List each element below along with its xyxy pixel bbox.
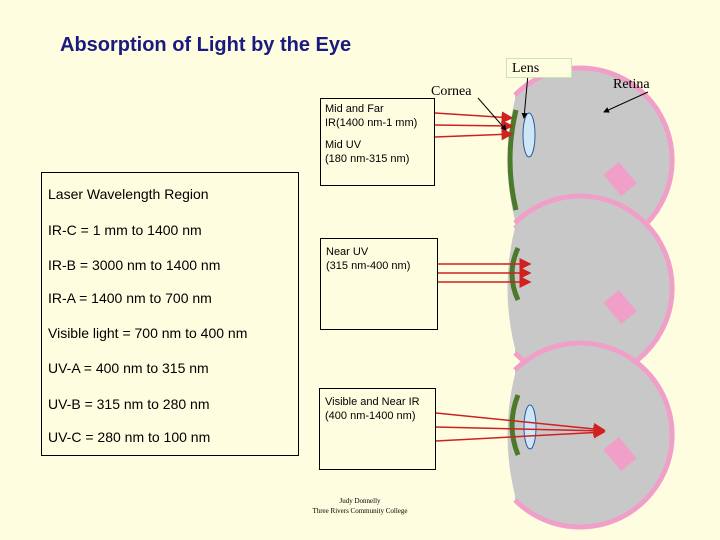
box-1-line-4: Mid UV [325,138,361,152]
box-1-line-1: Mid and Far [325,102,384,116]
box-3-line-2: (400 nm-1400 nm) [325,409,416,423]
box-2-line-1: Near UV [326,245,368,259]
panel-item-ir-a: IR-A = 1400 nm to 700 nm [48,290,212,306]
cornea-label: Cornea [431,84,471,100]
panel-item-visible: Visible light = 700 nm to 400 nm [48,325,247,341]
panel-title: Laser Wavelength Region [48,186,209,202]
lens-label: Lens [512,61,539,77]
box-1-line-2: IR(1400 nm-1 mm) [325,116,417,130]
panel-item-uv-b: UV-B = 315 nm to 280 nm [48,396,209,412]
credit-author: Judy Donnelly [300,497,420,505]
box-2-line-2: (315 nm-400 nm) [326,259,410,273]
wavelength-panel [41,172,299,456]
box-3-line-1: Visible and Near IR [325,395,420,409]
credit-institution: Three Rivers Community College [300,507,420,515]
panel-item-ir-b: IR-B = 3000 nm to 1400 nm [48,257,220,273]
panel-item-ir-c: IR-C = 1 mm to 1400 nm [48,222,202,238]
panel-item-uv-c: UV-C = 280 nm to 100 nm [48,429,210,445]
beams-eye-1 [435,113,512,137]
box-1-line-5: (180 nm-315 nm) [325,152,409,166]
retina-label: Retina [613,77,650,93]
panel-item-uv-a: UV-A = 400 nm to 315 nm [48,360,209,376]
